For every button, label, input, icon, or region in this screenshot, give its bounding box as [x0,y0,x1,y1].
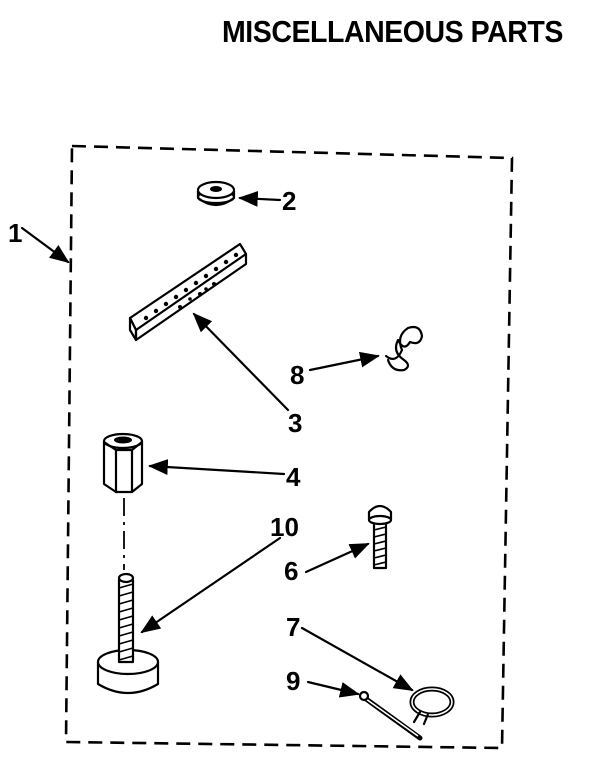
callout-6: 6 [284,556,298,586]
leader-8 [308,351,380,372]
hose-clamp-part [409,686,455,726]
page-title: MISCELLANEOUS PARTS [222,14,563,49]
leader-2 [238,190,282,207]
strap-part [128,242,248,342]
callout-8: 8 [290,360,304,390]
kit-boundary [64,144,514,750]
leader-9 [306,680,360,698]
leveling-leg-part [96,572,160,694]
callout-9: 9 [286,666,300,696]
leader-7 [300,626,414,692]
bolt-part [367,504,393,570]
hex-coupling-part [102,432,144,494]
washer-part [196,180,236,207]
callout-4: 4 [286,462,301,492]
callout-7: 7 [286,612,300,642]
callout-1: 1 [8,218,22,248]
callout-2: 2 [282,186,296,216]
leader-6 [304,542,370,574]
leader-1 [20,226,70,264]
leader-4 [148,459,286,476]
callout-10: 10 [270,512,299,542]
pin-part [358,690,423,741]
leader-10 [140,536,282,634]
wire-clip-part [384,325,424,372]
leader-3 [192,312,290,412]
callout-3: 3 [288,408,302,438]
